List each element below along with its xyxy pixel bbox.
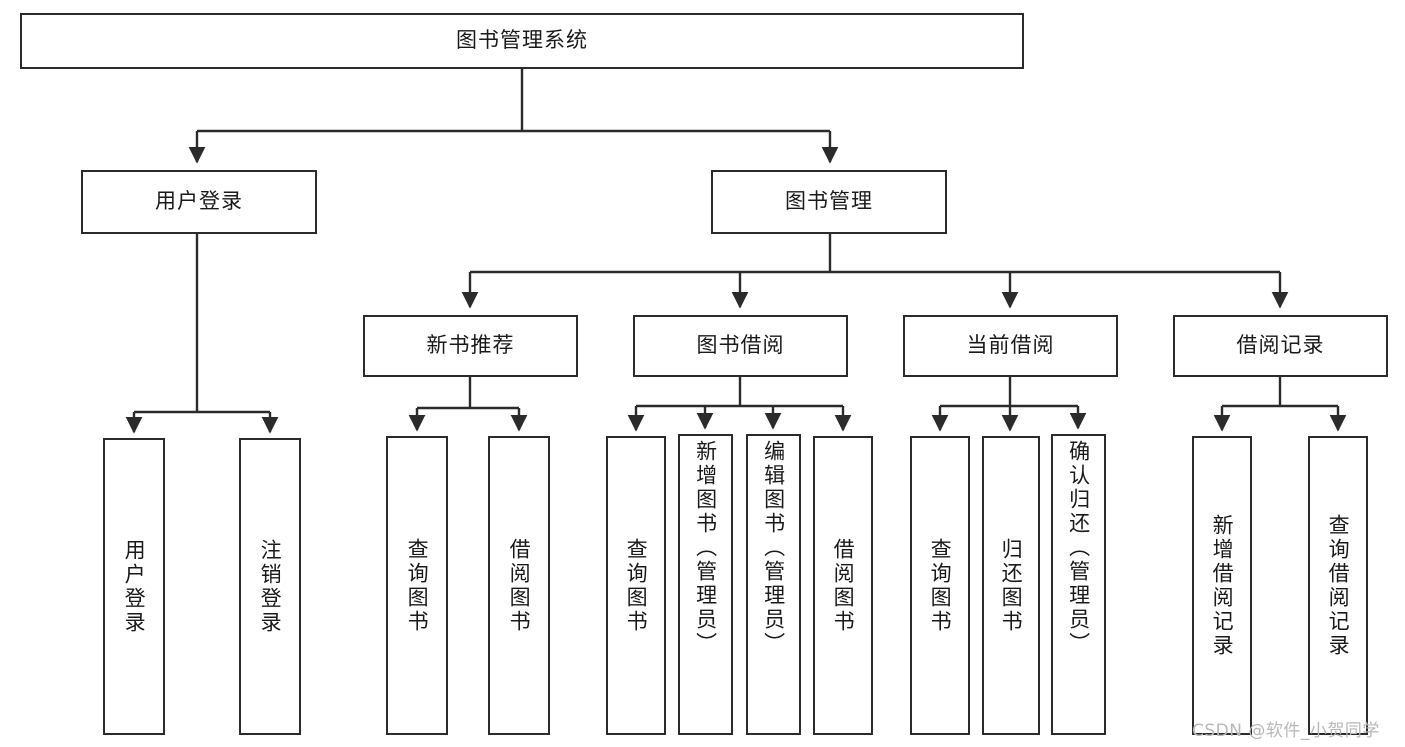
- node-label: 图书借阅: [696, 333, 785, 358]
- leaf-new-book-query-books[interactable]: 查询图书: [386, 436, 448, 735]
- leaf-borrow-record-query-record[interactable]: 查询借阅记录: [1308, 436, 1368, 735]
- node-label: 查询借阅记录: [1326, 513, 1351, 658]
- leaf-current-borrow-query-books[interactable]: 查询图书: [910, 436, 970, 735]
- leaf-current-borrow-confirm-return-admin[interactable]: 确认归还（管理员）: [1051, 434, 1106, 735]
- node-user-login[interactable]: 用户登录: [81, 170, 317, 234]
- node-borrow-record[interactable]: 借阅记录: [1173, 315, 1388, 377]
- node-label: 归还图书: [999, 537, 1024, 634]
- leaf-new-book-borrow-books[interactable]: 借阅图书: [488, 436, 550, 735]
- node-label: 注销登录: [258, 538, 283, 635]
- node-label: 当前借阅: [966, 333, 1055, 358]
- leaf-book-borrow-edit-book-admin[interactable]: 编辑图书（管理员）: [746, 434, 801, 735]
- node-label: 用户登录: [155, 189, 243, 214]
- leaf-current-borrow-return-books[interactable]: 归还图书: [982, 436, 1040, 735]
- node-label: 确认归还（管理员）: [1066, 440, 1091, 656]
- node-label: 新增图书（管理员）: [693, 440, 718, 656]
- node-label: 新书推荐: [426, 333, 515, 358]
- node-label: 图书管理系统: [456, 28, 588, 53]
- node-book-borrow[interactable]: 图书借阅: [633, 315, 848, 377]
- node-label: 借阅图书: [831, 537, 856, 634]
- leaf-book-borrow-borrow-books[interactable]: 借阅图书: [813, 436, 873, 735]
- leaf-user-login-logout[interactable]: 注销登录: [239, 438, 301, 735]
- node-label: 新增借阅记录: [1210, 513, 1235, 658]
- leaf-user-login-login[interactable]: 用户登录: [103, 438, 165, 735]
- node-root-book-management-system[interactable]: 图书管理系统: [20, 13, 1024, 69]
- node-label: 查询图书: [405, 537, 430, 634]
- leaf-borrow-record-add-record[interactable]: 新增借阅记录: [1192, 436, 1252, 735]
- csdn-watermark: CSDN @软件_小贺同学: [1192, 721, 1380, 741]
- node-current-borrow[interactable]: 当前借阅: [903, 315, 1118, 377]
- node-label: 编辑图书（管理员）: [761, 440, 786, 656]
- node-new-book-recommend[interactable]: 新书推荐: [363, 315, 578, 377]
- node-label: 借阅图书: [507, 537, 532, 634]
- node-label: 查询图书: [624, 537, 649, 634]
- node-book-management[interactable]: 图书管理: [711, 170, 947, 234]
- node-label: 借阅记录: [1236, 333, 1325, 358]
- node-label: 查询图书: [928, 537, 953, 634]
- leaf-book-borrow-add-book-admin[interactable]: 新增图书（管理员）: [678, 434, 733, 735]
- node-label: 用户登录: [122, 538, 147, 635]
- leaf-book-borrow-query-books[interactable]: 查询图书: [606, 436, 666, 735]
- node-label: 图书管理: [785, 189, 873, 214]
